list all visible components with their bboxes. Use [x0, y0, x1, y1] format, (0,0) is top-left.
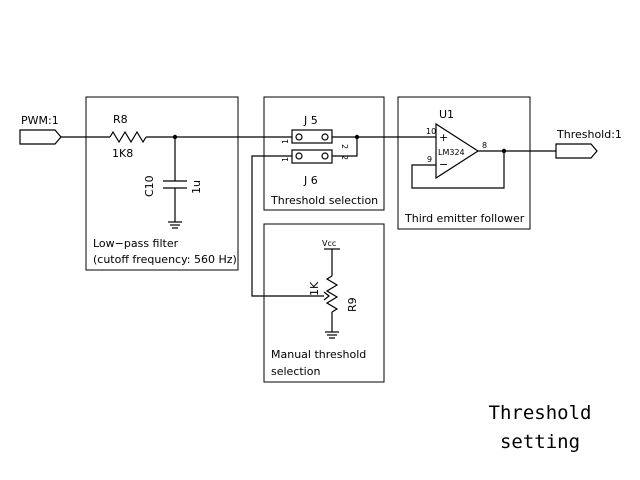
lowpass-filter-cutoff-label: (cutoff frequency: 560 Hz) — [93, 253, 237, 266]
jumper-j5-pin1 — [295, 133, 303, 141]
ground-icon — [325, 331, 339, 339]
potentiometer-r9-value: 1K — [308, 281, 321, 296]
manual-threshold-block — [263, 223, 385, 383]
potentiometer-r9-ref: R9 — [346, 297, 359, 312]
jumper-j5-body — [291, 129, 333, 144]
opamp-u1-pin10: 10 — [426, 127, 436, 136]
opamp-u1-minus-sign: − — [439, 158, 448, 171]
emitter-follower-block — [397, 96, 531, 230]
diagram-title-line2: setting — [500, 431, 580, 453]
jumper-j6-ref: J 6 — [303, 174, 318, 187]
resistor-r8-ref: R8 — [113, 113, 128, 126]
input-port-label: PWM:1 — [21, 114, 59, 127]
wire — [251, 155, 324, 297]
jumper-j6-body — [291, 149, 333, 164]
lowpass-filter-block — [85, 96, 239, 271]
opamp-u1-plus-sign: + — [439, 131, 448, 144]
output-port-label: Threshold:1 — [556, 128, 622, 141]
threshold-selection-block — [263, 96, 385, 211]
diagram-title-line1: Threshold — [489, 402, 592, 424]
potentiometer-r9-symbol — [325, 275, 339, 313]
manual-threshold-label: Manual threshold — [271, 348, 366, 361]
resistor-r8-value: 1K8 — [112, 147, 133, 160]
vcc-label: Vcc — [322, 239, 336, 248]
output-port-flag — [555, 143, 598, 159]
input-port-flag — [19, 129, 62, 145]
potentiometer-r9-wiper-arrow — [323, 291, 330, 301]
jumper-j6-pin2 — [321, 152, 329, 160]
opamp-u1-ref: U1 — [439, 108, 454, 121]
ground-icon — [168, 221, 182, 229]
emitter-follower-label: Third emitter follower — [404, 212, 525, 225]
wire — [332, 137, 358, 157]
capacitor-c10-value: 1u — [190, 180, 203, 194]
jumper-j5-pin2-label: 2 — [340, 144, 349, 149]
jumper-j6-pin2-label: 2 — [340, 155, 349, 160]
resistor-r8-symbol — [109, 130, 147, 144]
feedback-wire — [411, 151, 505, 189]
lowpass-filter-label: Low−pass filter — [93, 237, 179, 250]
capacitor-c10-ref: C10 — [143, 175, 156, 197]
jumper-j6-pin1-label: 1 — [281, 157, 290, 162]
opamp-u1-symbol — [435, 122, 480, 180]
jumper-j5-ref: J 5 — [303, 114, 318, 127]
jumper-j5-pin2 — [321, 133, 329, 141]
jumper-j5-pin1-label: 1 — [281, 139, 290, 144]
manual-threshold-label-line2: selection — [271, 365, 320, 378]
threshold-selection-label: Threshold selection — [270, 194, 378, 207]
opamp-u1-part: LM324 — [438, 148, 465, 157]
opamp-u1-pin9: 9 — [427, 155, 432, 164]
opamp-u1-pin8: 8 — [482, 141, 487, 150]
jumper-j6-pin1 — [295, 152, 303, 160]
